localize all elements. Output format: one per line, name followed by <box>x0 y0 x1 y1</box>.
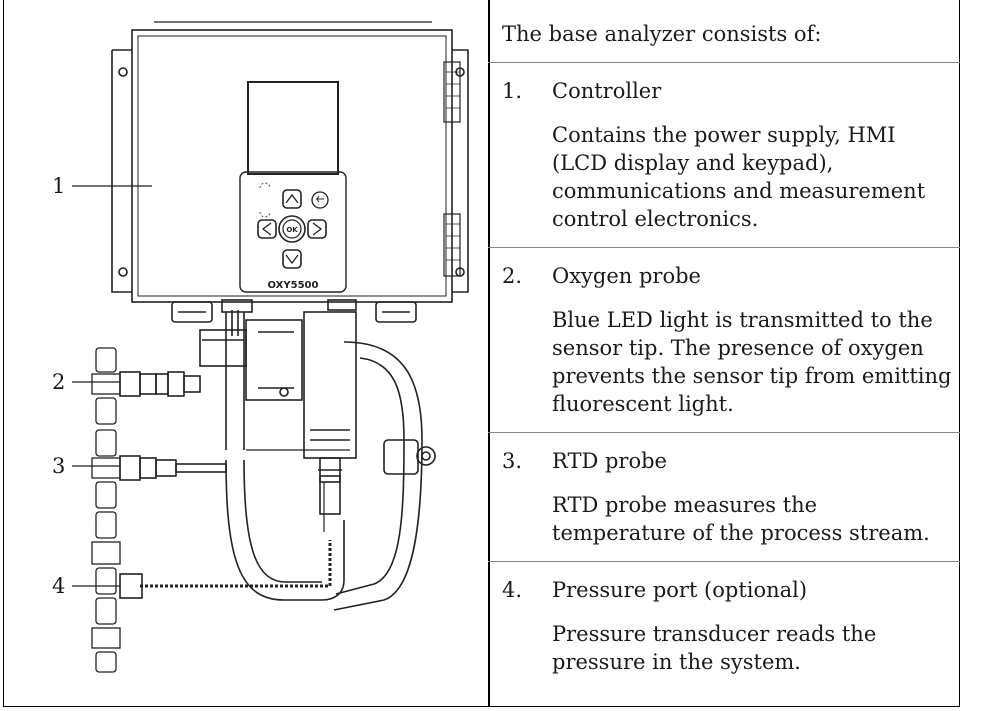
right-flange <box>452 49 469 293</box>
left-button-icon <box>257 219 277 239</box>
device-model-label: OXY5500 <box>268 280 319 291</box>
keypad-panel <box>239 171 347 293</box>
separator <box>488 561 960 562</box>
list-item-controller: 1. Controller Contains the power supply,… <box>502 77 954 233</box>
lcd-display <box>247 81 339 175</box>
pressure-line <box>140 540 332 588</box>
item-title: Oxygen probe <box>552 264 701 288</box>
conduit-pipe <box>225 312 245 450</box>
intro-text: The base analyzer consists of: <box>502 22 822 46</box>
oxygen-probe-body <box>303 311 357 459</box>
separator <box>488 62 960 63</box>
callout-1: 1 <box>52 174 65 198</box>
controller-enclosure <box>131 29 453 303</box>
item-title: RTD probe <box>552 449 667 473</box>
item-number: 1. <box>502 79 523 103</box>
separator <box>488 432 960 433</box>
callout-3: 3 <box>52 454 65 478</box>
list-item-pressure-port: 4. Pressure port (optional) Pressure tra… <box>502 576 954 676</box>
separator <box>488 247 960 248</box>
left-flange <box>111 49 132 293</box>
right-button-icon <box>307 219 327 239</box>
ok-button-icon <box>278 215 306 243</box>
callout-2: 2 <box>52 370 65 394</box>
column-divider <box>488 0 490 707</box>
down-button-icon <box>282 249 302 269</box>
description-column: The base analyzer consists of: 1. Contro… <box>488 8 960 690</box>
item-description: RTD probe measures the temperature of th… <box>552 493 930 545</box>
item-title: Controller <box>552 79 662 103</box>
analyzer-figure: 1 2 3 4 OXY5500 OK <box>4 0 488 707</box>
list-item-rtd-probe: 3. RTD probe RTD probe measures the temp… <box>502 447 954 547</box>
ok-label: OK <box>286 226 298 234</box>
item-title: Pressure port (optional) <box>552 578 808 602</box>
item-description: Blue LED light is transmitted to the sen… <box>552 308 952 416</box>
up-button-icon <box>282 189 302 209</box>
table-frame <box>3 0 960 707</box>
item-description: Pressure transducer reads the pressure i… <box>552 622 877 674</box>
item-number: 4. <box>502 578 523 602</box>
item-description: Contains the power supply, HMI (LCD disp… <box>552 123 926 231</box>
item-number: 3. <box>502 449 523 473</box>
list-item-oxygen-probe: 2. Oxygen probe Blue LED light is transm… <box>502 262 954 418</box>
callout-4: 4 <box>52 574 65 598</box>
item-number: 2. <box>502 264 523 288</box>
fitting-manifold <box>91 347 121 673</box>
sample-tube <box>225 459 345 601</box>
back-button-icon <box>311 191 329 209</box>
analyzer-drawing: 1 2 3 4 OXY5500 OK <box>52 21 469 673</box>
